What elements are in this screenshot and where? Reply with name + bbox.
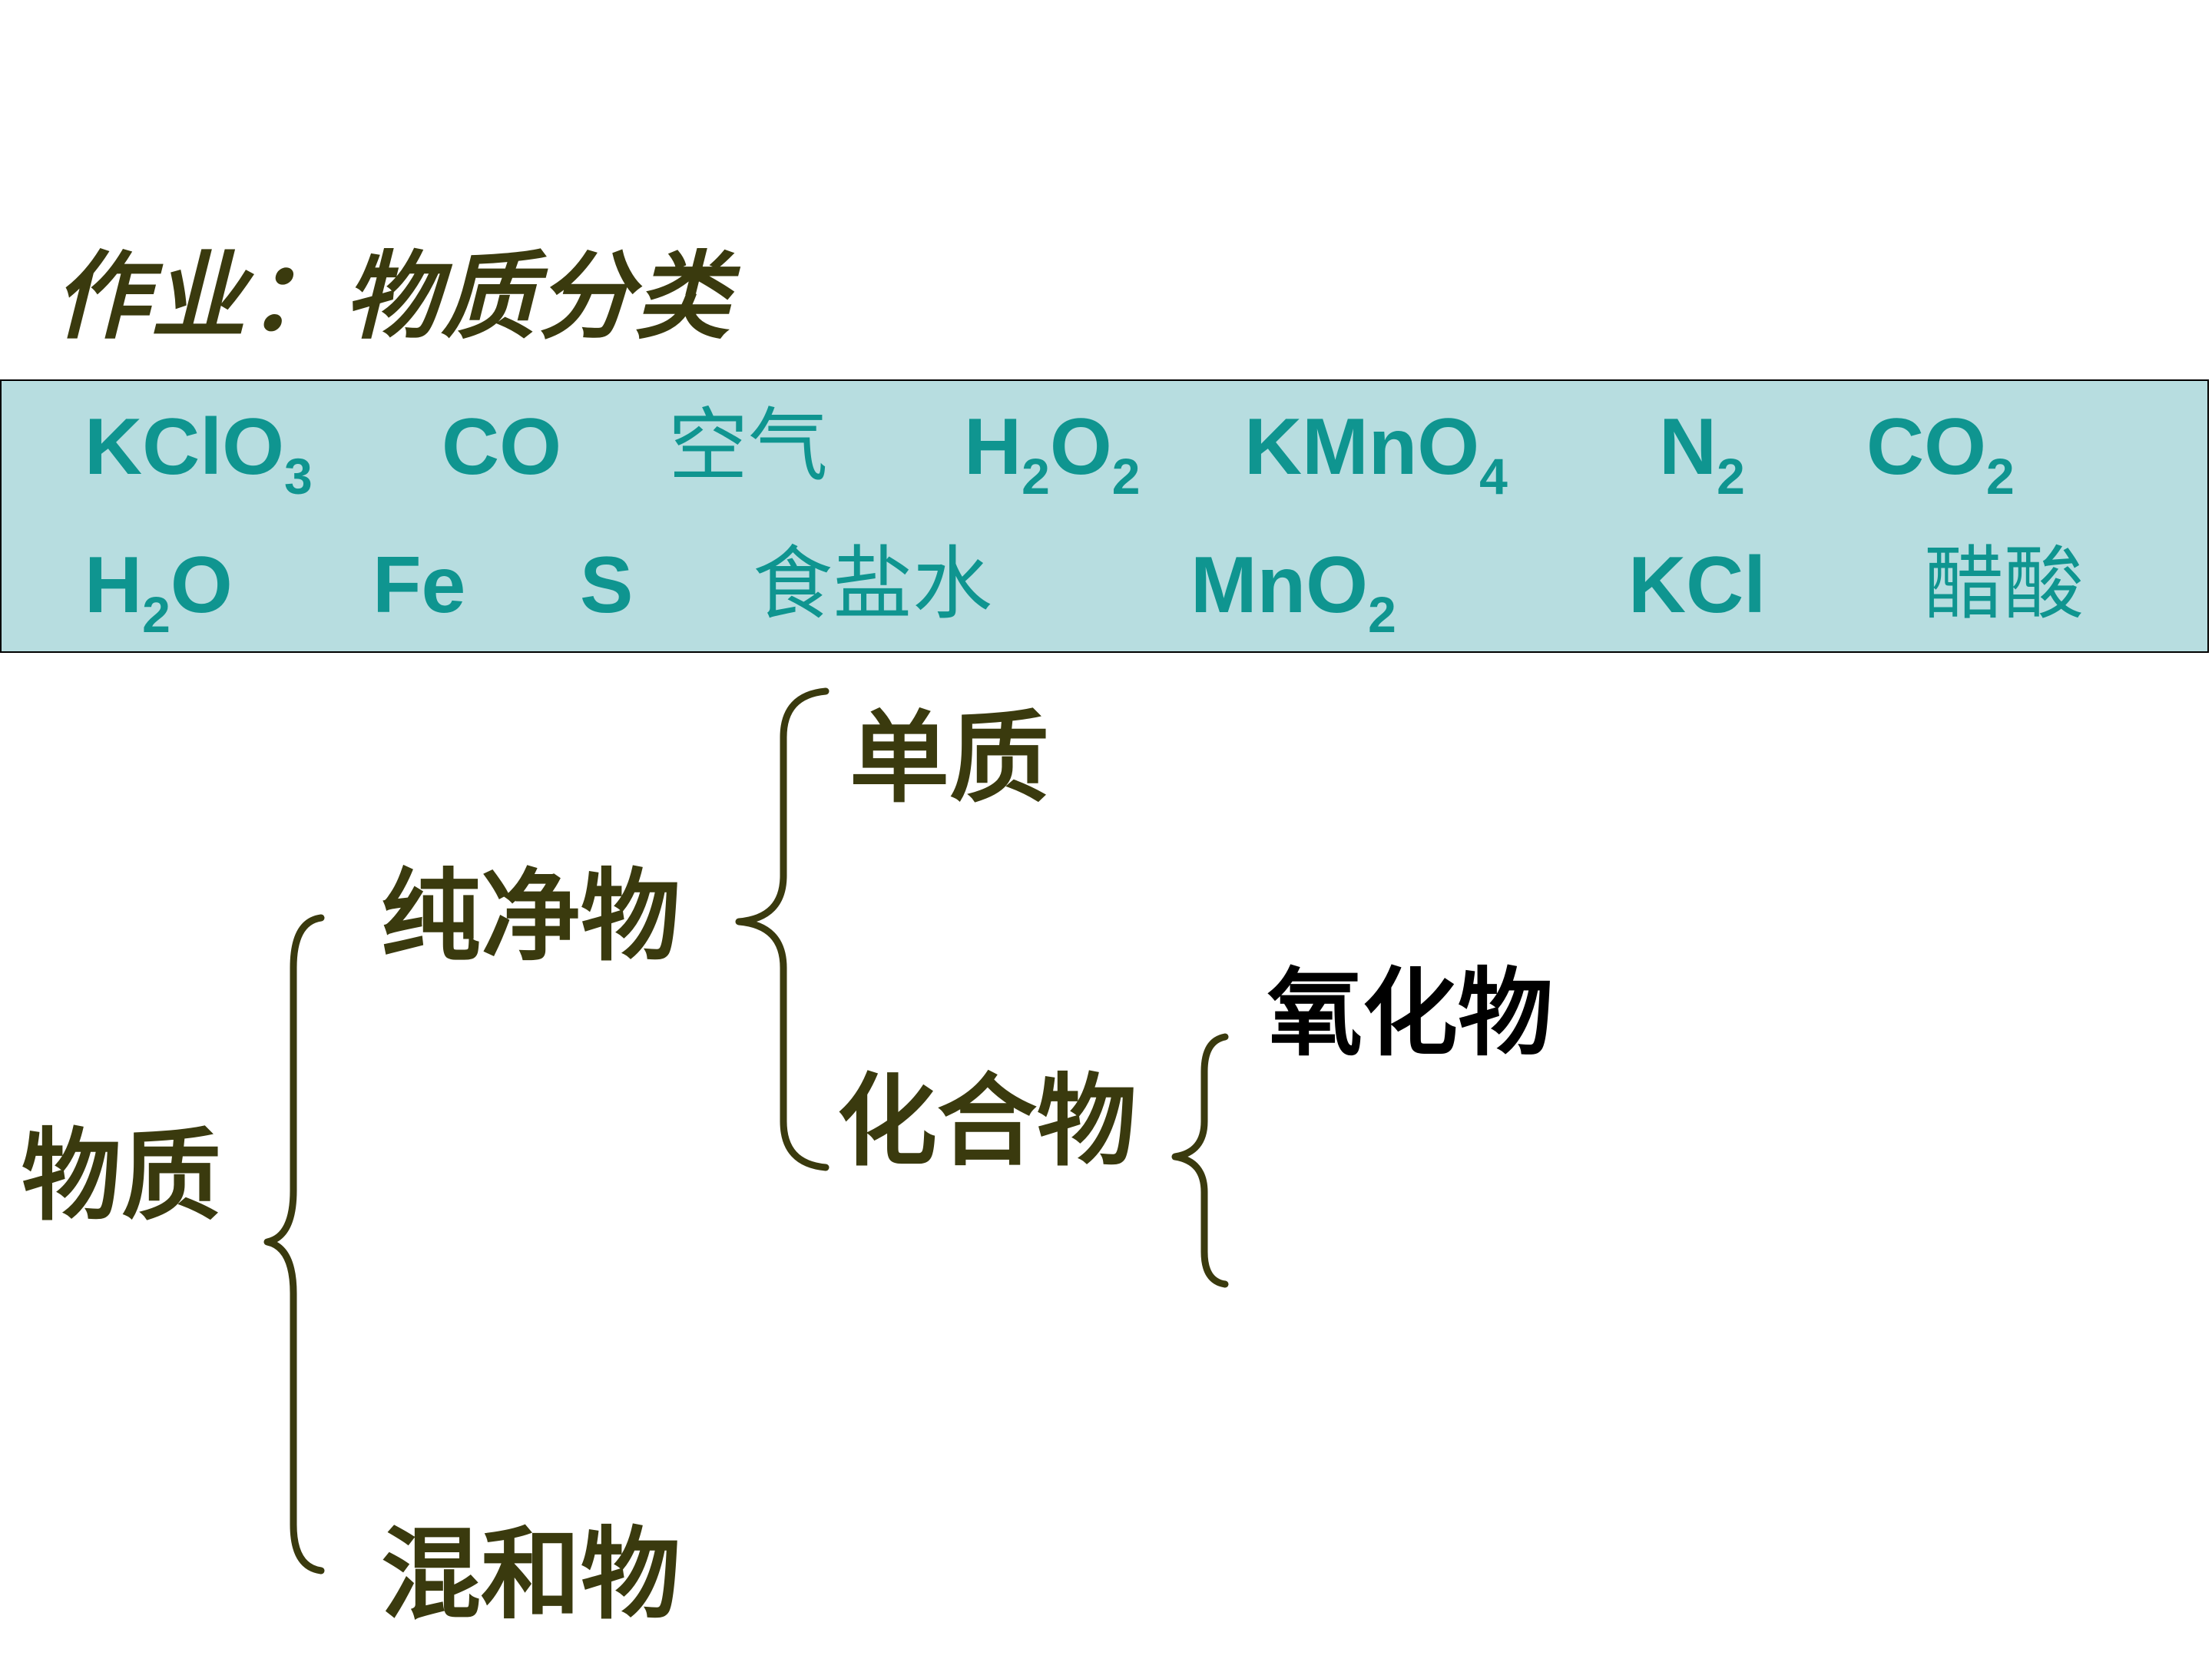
formula-kclo3: KClO3 — [84, 402, 313, 505]
formula-fe: Fe — [373, 541, 466, 630]
formula-n2: N2 — [1659, 402, 1745, 505]
formula-co: CO — [442, 402, 561, 492]
formula-h2o: H2O — [84, 541, 233, 643]
formula-kmno4: KMnO4 — [1244, 402, 1508, 505]
formula-air: 空气 — [668, 399, 829, 492]
pure-brace — [735, 687, 830, 1171]
formula-kcl: KCl — [1628, 541, 1767, 630]
tree-oxide: 氧化物 — [1267, 958, 1554, 1069]
formula-salt-water: 食盐水 — [753, 537, 993, 631]
page-title: 作业：物质分类 — [54, 242, 732, 353]
tree-mixture: 混和物 — [381, 1515, 681, 1633]
tree-root-matter: 物质 — [22, 1117, 222, 1234]
formula-list-box — [0, 379, 2209, 653]
formula-co2: CO2 — [1866, 402, 2015, 505]
tree-element: 单质 — [849, 699, 1050, 816]
root-brace — [263, 914, 325, 1575]
formula-s: S — [580, 541, 634, 630]
compound-brace — [1171, 1033, 1229, 1288]
formula-h2o2: H2O2 — [964, 402, 1141, 505]
tree-compound: 化合物 — [837, 1062, 1137, 1180]
formula-mno2: MnO2 — [1190, 541, 1396, 643]
formula-acetic-acid: 醋酸 — [1924, 537, 2085, 631]
tree-pure-substance: 纯净物 — [381, 857, 681, 975]
